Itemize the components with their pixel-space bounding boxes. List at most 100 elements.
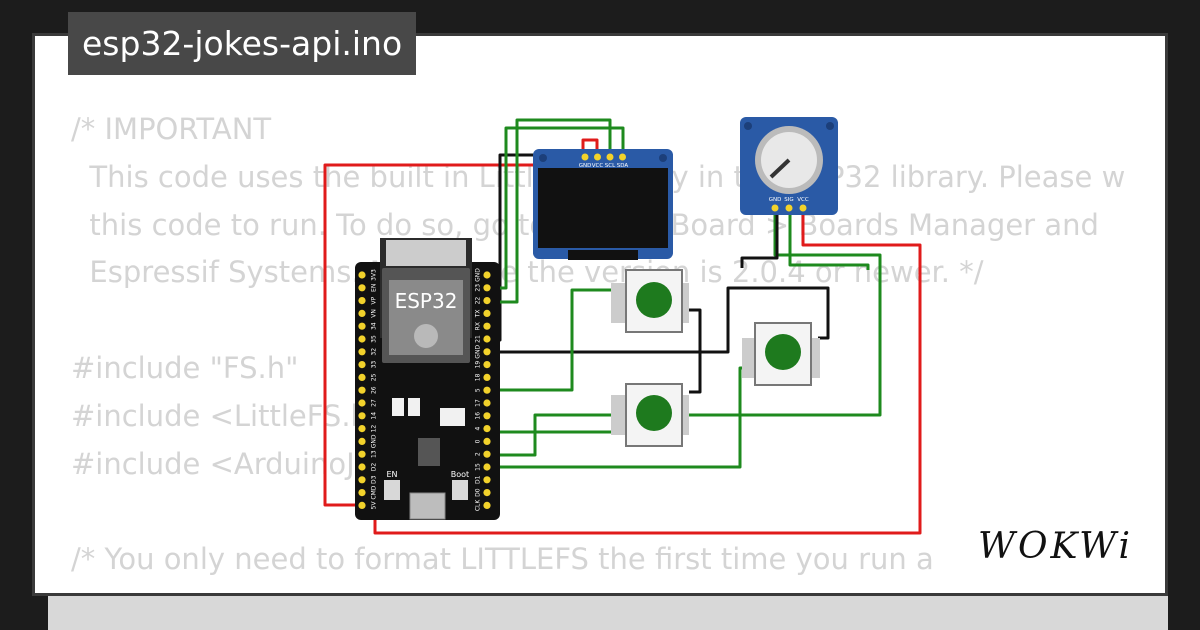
esp32-pin-right <box>483 412 491 420</box>
esp32-pin-label: VP <box>371 296 378 304</box>
esp32-pin-label: 16 <box>475 412 482 420</box>
esp32-pin-left <box>358 335 366 343</box>
esp32-pin-right <box>483 399 491 407</box>
esp32-pin-right <box>483 425 491 433</box>
esp32-pin-label: 21 <box>475 335 482 343</box>
esp32-pin-right <box>483 361 491 369</box>
esp32-pin-right <box>483 501 491 509</box>
esp32-pin-right <box>483 348 491 356</box>
esp32-pin-label: D2 <box>371 463 378 472</box>
esp32-boot-label: Boot <box>451 470 469 479</box>
esp32-pin-right <box>483 476 491 484</box>
wokwi-logo: WOKWi <box>978 526 1134 567</box>
wire-btn3-gnd <box>689 352 702 394</box>
esp32-pin-label: 5V <box>371 501 378 510</box>
esp32-pin-label: TX <box>475 310 482 319</box>
esp32-pin-label: 13 <box>371 450 378 458</box>
wire-gnd-bus <box>487 286 830 354</box>
esp32-pin-label: CMD <box>371 485 378 499</box>
esp32-board: ESP32 3V3ENVPVN343532332526271412GND13D2… <box>355 238 500 520</box>
oled-pin <box>619 153 626 161</box>
esp32-pin-left <box>358 463 366 471</box>
pot-pin-label: SIG <box>784 197 793 203</box>
esp32-pin-label: 23 <box>475 284 482 292</box>
esp32-pin-left <box>358 501 366 509</box>
esp32-pin-label: 17 <box>475 399 482 407</box>
esp32-pin-left <box>358 284 366 292</box>
esp32-pin-label: 18 <box>475 373 482 381</box>
esp32-pin-right <box>483 335 491 343</box>
esp32-pin-left <box>358 476 366 484</box>
esp32-pin-right <box>483 297 491 305</box>
pot-pin-label: GND <box>769 197 782 203</box>
esp32-pin-label: GND <box>371 434 378 448</box>
oled-pin-label: SDA <box>617 163 629 169</box>
project-title: esp32-jokes-api.ino <box>68 12 417 75</box>
wire-btn2-sig <box>487 366 742 469</box>
wokwi-logo-bg <box>972 524 1152 584</box>
esp32-pin-label: D3 <box>371 475 378 484</box>
esp32-pin-label: D1 <box>475 475 482 484</box>
esp32-en-label: EN <box>386 470 397 479</box>
pot-pin <box>785 204 793 212</box>
esp32-pin-label: D0 <box>475 488 482 497</box>
esp32-pin-label: 19 <box>475 361 482 369</box>
esp32-pin-left <box>358 437 366 445</box>
esp32-pin-left <box>358 425 366 433</box>
esp32-pin-label: CLK <box>475 499 482 512</box>
esp32-pin-right <box>483 463 491 471</box>
esp32-pin-right <box>483 271 491 279</box>
wire-pot-gnd <box>487 212 882 457</box>
esp32-pin-left <box>358 322 366 330</box>
esp32-pin-label: 32 <box>371 348 378 356</box>
esp32-pin-label: 3V3 <box>371 269 378 281</box>
esp32-pin-label: 2 <box>475 452 482 456</box>
esp32-pin-label: 25 <box>371 373 378 381</box>
esp32-pin-right <box>483 284 491 292</box>
esp32-pin-right <box>483 322 491 330</box>
esp32-pin-left <box>358 412 366 420</box>
pot-pin-label: VCC <box>797 197 809 203</box>
esp32-pin-left <box>358 373 366 381</box>
pot-pin <box>771 204 779 212</box>
pot-pin <box>799 204 807 212</box>
esp32-pin-left <box>358 386 366 394</box>
esp32-pin-label: 27 <box>371 399 378 407</box>
esp32-pin-left <box>358 399 366 407</box>
esp32-pin-right <box>483 489 491 497</box>
wire-btn1-sig <box>487 288 611 392</box>
esp32-pin-right <box>483 437 491 445</box>
esp32-pin-label: GND <box>475 345 482 359</box>
wire-btn1-gnd <box>689 308 702 352</box>
esp32-pin-label: 15 <box>475 463 482 471</box>
esp32-pin-label: 34 <box>371 322 378 330</box>
esp32-pin-left <box>358 297 366 305</box>
esp32-pin-label: 33 <box>371 361 378 369</box>
esp32-pin-label: 26 <box>371 386 378 394</box>
esp32-pin-left <box>358 361 366 369</box>
pushbutton-3 <box>611 383 689 447</box>
oled-pin-label: GND <box>579 163 592 169</box>
esp32-pin-label: 22 <box>475 297 482 305</box>
esp32-pin-right <box>483 450 491 458</box>
esp32-pin-left <box>358 489 366 497</box>
esp32-pin-label: RX <box>475 322 482 330</box>
pushbutton-2 <box>742 322 820 386</box>
esp32-pin-left <box>358 309 366 317</box>
esp32-chip-label: ESP32 <box>395 289 458 313</box>
esp32-pin-right <box>483 386 491 394</box>
wire-oled-scl <box>487 118 612 304</box>
esp32-pin-left <box>358 271 366 279</box>
oled-pin <box>594 153 601 161</box>
oled-pin-label: SCL <box>605 163 616 169</box>
esp32-pin-label: 0 <box>475 439 482 443</box>
wire-pot-gnd-2 <box>740 212 779 268</box>
card-shadow <box>48 596 1168 630</box>
esp32-pin-label: EN <box>371 284 378 292</box>
esp32-pin-left <box>358 348 366 356</box>
wire-pot-sig <box>788 212 870 270</box>
esp32-pin-label: 14 <box>371 412 378 420</box>
esp32-pin-right <box>483 309 491 317</box>
